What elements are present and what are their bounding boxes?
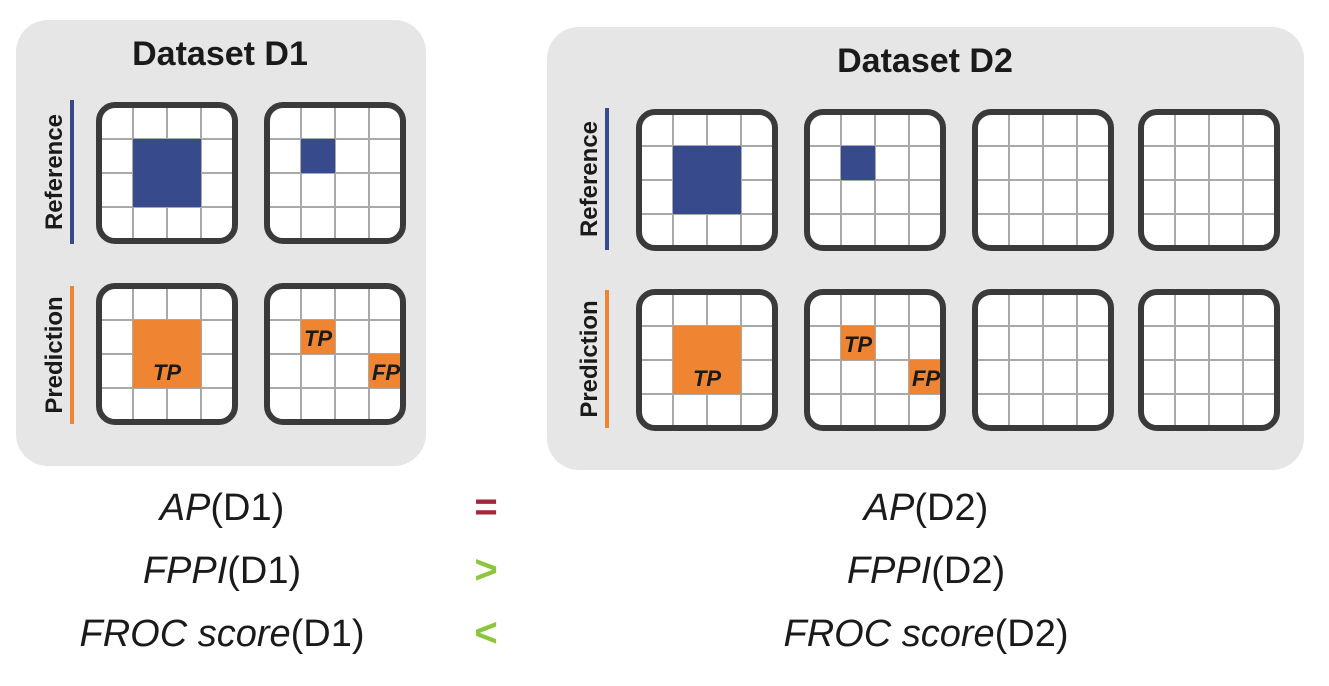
fppi-d1-metric: FPPI <box>143 550 228 592</box>
fp-label: FP <box>912 366 940 391</box>
tp-label: TP <box>693 366 721 391</box>
fppi-d2-arg: (D2) <box>931 550 1005 592</box>
image-frame <box>636 289 778 431</box>
image-frame <box>1138 289 1280 431</box>
reference-image-2 <box>264 102 406 244</box>
prediction-image-1: TP <box>96 283 238 425</box>
d1-reference-bar <box>70 100 74 244</box>
reference-box <box>133 139 201 207</box>
fppi-d1-label: FPPI(D1) <box>143 550 301 592</box>
reference-image-1 <box>96 102 238 244</box>
froc-d2-metric: FROC score <box>783 613 994 655</box>
froc-d2-label: FROC score(D2) <box>783 613 1068 655</box>
froc-operator: < <box>474 611 497 655</box>
prediction-image-2: TP FP <box>264 283 406 425</box>
tp-label: TP <box>844 332 872 357</box>
image-frame <box>264 102 406 244</box>
fppi-operator: > <box>474 548 497 592</box>
reference-image-4 <box>1138 109 1280 251</box>
image-frame <box>972 289 1114 431</box>
image-frame <box>96 283 238 425</box>
tp-label: TP <box>153 360 181 385</box>
d1-image-cells: TP TP FP <box>96 102 406 425</box>
image-frame <box>1138 109 1280 251</box>
false-positive-box <box>909 360 943 394</box>
image-frame <box>804 289 946 431</box>
dataset-d2-panel: Dataset D2 Reference Prediction TP TP FP <box>547 27 1304 470</box>
reference-image-3 <box>972 109 1114 251</box>
dataset-d2-title: Dataset D2 <box>837 42 1013 80</box>
reference-box <box>673 146 741 214</box>
true-positive-box <box>673 326 741 394</box>
d1-prediction-label: Prediction <box>41 296 68 413</box>
dataset-d1-title: Dataset D1 <box>132 35 308 73</box>
false-positive-box <box>369 354 403 388</box>
froc-d1-arg: (D1) <box>291 613 365 655</box>
d2-image-cells: TP TP FP <box>636 109 1280 431</box>
fp-label: FP <box>372 360 400 385</box>
fppi-d2-label: FPPI(D2) <box>847 550 1005 592</box>
ap-d2-metric: AP <box>862 487 915 529</box>
fppi-d1-arg: (D1) <box>227 550 301 592</box>
d2-prediction-label: Prediction <box>576 300 603 417</box>
true-positive-box <box>841 326 875 360</box>
true-positive-box <box>133 320 201 388</box>
d2-prediction-bar <box>605 290 609 428</box>
dataset-d1-panel: Dataset D1 Reference Prediction TP TP FP <box>16 20 426 466</box>
prediction-image-4 <box>1138 289 1280 431</box>
ap-operator: = <box>474 485 497 529</box>
reference-box <box>301 139 335 173</box>
d1-reference-label: Reference <box>41 114 68 230</box>
true-positive-box <box>301 320 335 354</box>
image-frame <box>636 109 778 251</box>
d2-reference-label: Reference <box>576 121 603 237</box>
ap-d1-label: AP(D1) <box>158 487 285 529</box>
ap-d1-metric: AP <box>158 487 211 529</box>
tp-label: TP <box>304 326 332 351</box>
comparison-row-ap: AP(D1) = AP(D2) <box>158 485 989 529</box>
froc-d1-label: FROC score(D1) <box>79 613 364 655</box>
metric-comparisons: AP(D1) = AP(D2) FPPI(D1) > FPPI(D2) FROC… <box>79 485 1068 655</box>
image-frame <box>972 109 1114 251</box>
ap-d2-label: AP(D2) <box>862 487 989 529</box>
ap-d2-arg: (D2) <box>914 487 988 529</box>
prediction-image-1: TP <box>636 289 778 431</box>
image-frame <box>264 283 406 425</box>
prediction-image-3 <box>972 289 1114 431</box>
d2-reference-bar <box>605 108 609 250</box>
comparison-row-froc: FROC score(D1) < FROC score(D2) <box>79 611 1068 655</box>
reference-image-1 <box>636 109 778 251</box>
reference-box <box>841 146 875 180</box>
image-frame <box>804 109 946 251</box>
d1-prediction-bar <box>70 286 74 424</box>
ap-d1-arg: (D1) <box>210 487 284 529</box>
reference-image-2 <box>804 109 946 251</box>
fppi-d2-metric: FPPI <box>847 550 932 592</box>
image-frame <box>96 102 238 244</box>
froc-d2-arg: (D2) <box>995 613 1069 655</box>
comparison-row-fppi: FPPI(D1) > FPPI(D2) <box>143 548 1005 592</box>
prediction-image-2: TP FP <box>804 289 946 431</box>
froc-d1-metric: FROC score <box>79 613 290 655</box>
